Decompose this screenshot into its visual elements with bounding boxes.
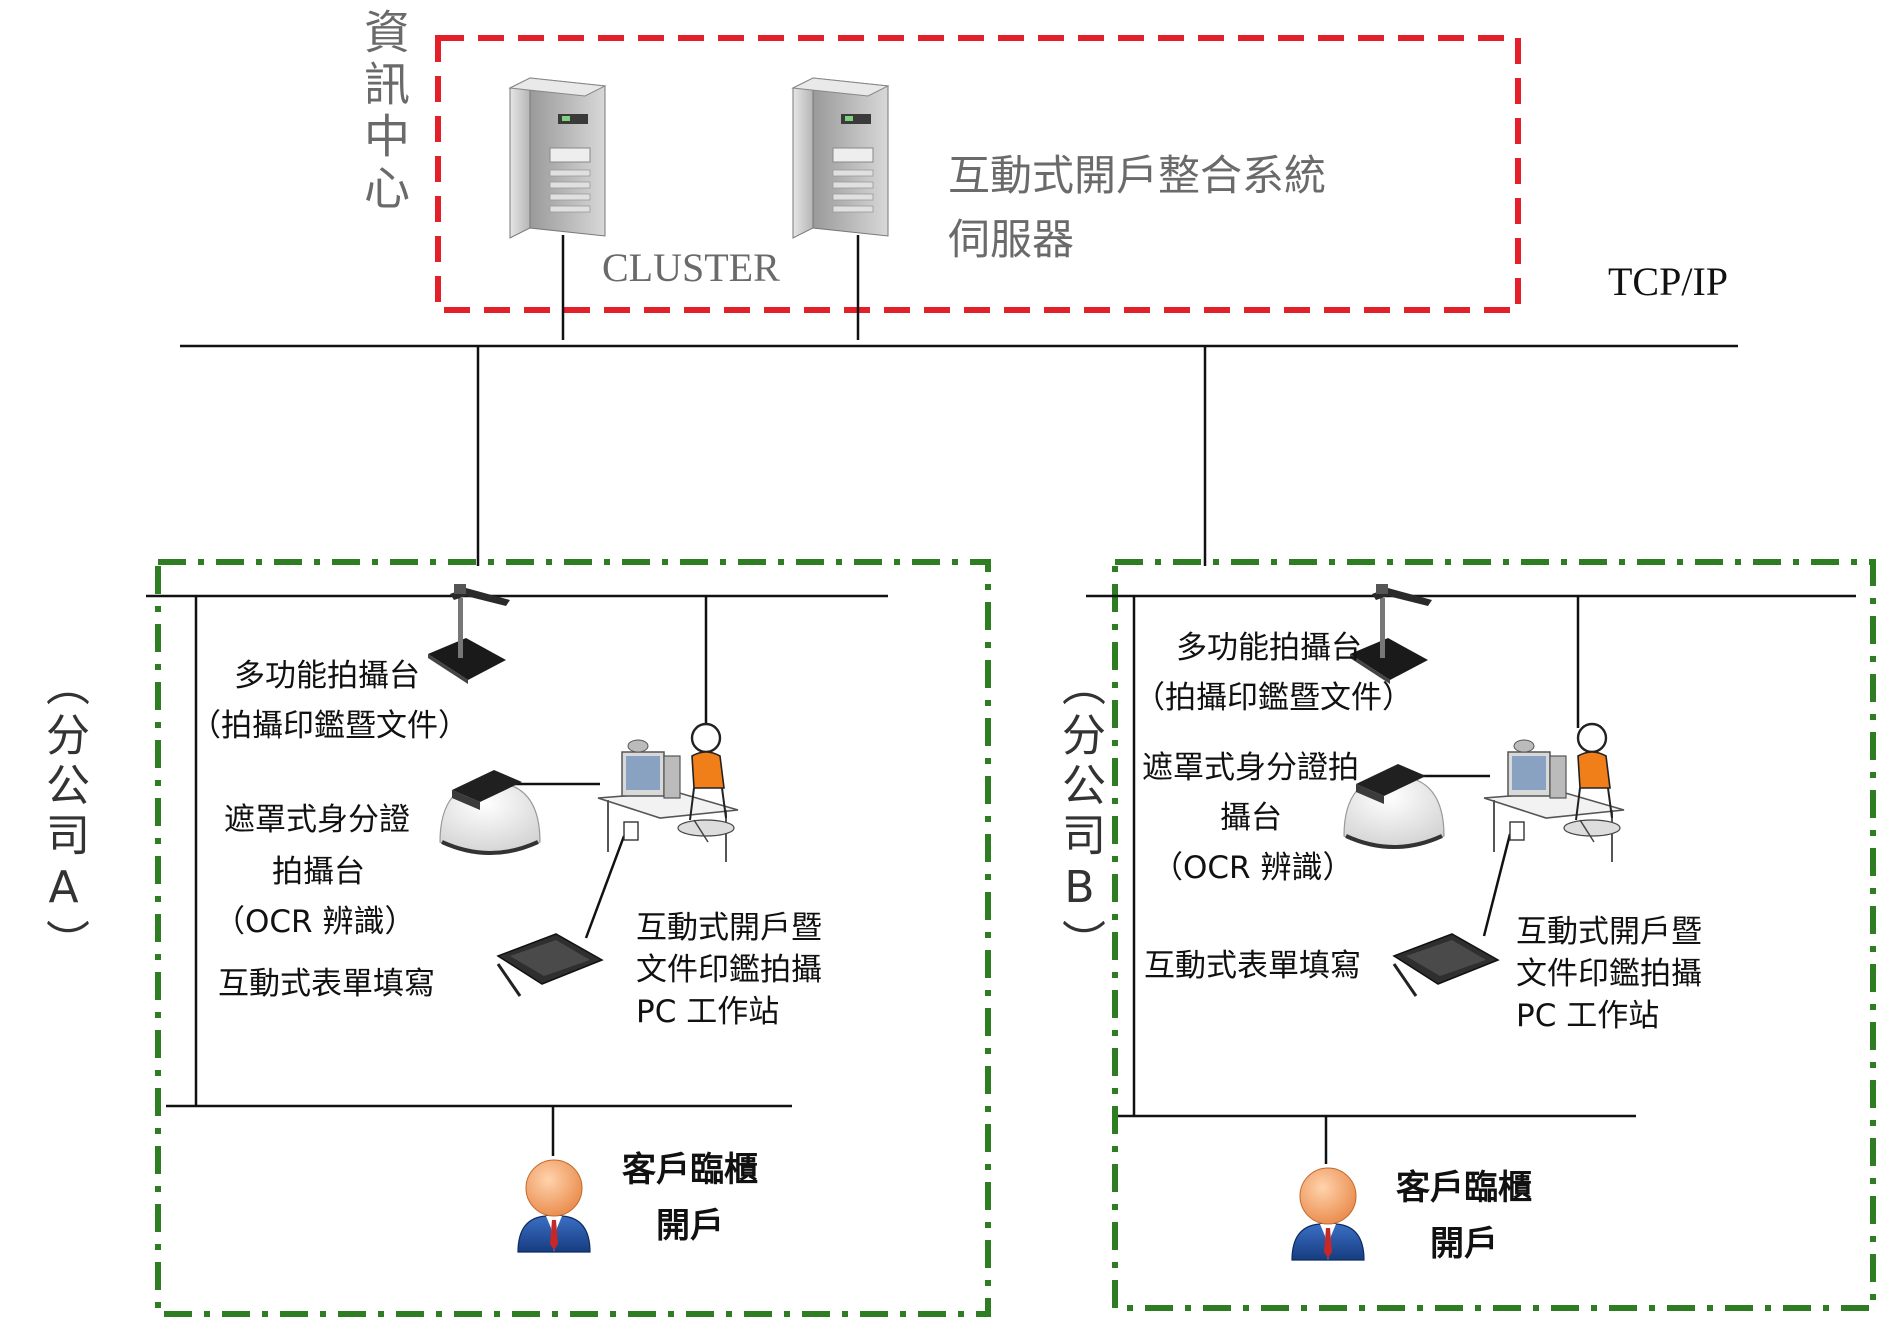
cluster-label: CLUSTER (602, 245, 780, 290)
branch-b-workstation-line2: 文件印鑑拍攝 (1516, 956, 1702, 992)
camera-stand-icon (428, 584, 510, 684)
branch-a-title: （分公司A） (38, 662, 89, 969)
branch-b-id-scanner-line2: 攝台 (1220, 800, 1282, 836)
pc-workstation-icon (596, 722, 740, 864)
branch-a-boundary (155, 559, 991, 1317)
branch-a-workstation-line3: PC 工作站 (636, 994, 780, 1030)
branch-b-camera-stand-line2: （拍攝印鑑暨文件） (1134, 680, 1413, 716)
server-icon (792, 77, 889, 239)
camera-stand-icon (1350, 584, 1432, 684)
branch-b-id-scanner-line3: （OCR 辨識） (1152, 850, 1354, 886)
server-label-line2: 伺服器 (948, 215, 1075, 264)
branch-b-boundary (1112, 559, 1876, 1311)
branch-a-counter-line2: 開戶 (656, 1206, 724, 1246)
branch-b-counter-line1: 客戶臨櫃 (1396, 1168, 1532, 1208)
branch-b-counter-line2: 開戶 (1430, 1224, 1498, 1264)
signature-pad-icon (496, 932, 604, 998)
branch-b-camera-stand-line1: 多功能拍攝台 (1176, 630, 1362, 666)
branch-a-pad-link (584, 835, 626, 939)
branch-b-workstation-line3: PC 工作站 (1516, 998, 1660, 1034)
customer-icon (1291, 1167, 1365, 1261)
branch-a-camera-stand-line1: 多功能拍攝台 (234, 658, 420, 694)
branch-a-id-scanner-line2: 拍攝台 (272, 854, 365, 890)
network-label: TCP/IP (1608, 259, 1729, 304)
pc-workstation-icon (1482, 722, 1626, 864)
branch-a-form-fill: 互動式表單填寫 (218, 966, 435, 1002)
branch-b-title: （分公司B） (1054, 662, 1105, 969)
signature-pad-icon (1392, 932, 1500, 998)
branch-a-id-scanner-line1: 遮罩式身分證 (224, 802, 410, 838)
branch-a-workstation-line2: 文件印鑑拍攝 (636, 952, 822, 988)
branch-b-workstation-line1: 互動式開戶暨 (1516, 914, 1702, 950)
branch-b-form-fill: 互動式表單填寫 (1144, 948, 1361, 984)
id-scanner-icon (438, 768, 542, 855)
branch-b-pad-link (1482, 833, 1512, 937)
branch-a-counter-line1: 客戶臨櫃 (622, 1150, 758, 1190)
datacenter-title: 資訊中心 (357, 8, 411, 216)
branch-b-id-scanner-line1: 遮罩式身分證拍 (1142, 750, 1359, 786)
server-label-line1: 互動式開戶整合系統 (948, 151, 1327, 200)
branch-a-camera-stand-line2: （拍攝印鑑暨文件） (190, 708, 469, 744)
branch-a-workstation-line1: 互動式開戶暨 (636, 910, 822, 946)
branch-a-id-scanner-line3: （OCR 辨識） (214, 904, 416, 940)
server-icon (509, 77, 606, 239)
datacenter-boundary (435, 35, 1521, 313)
customer-icon (517, 1159, 591, 1253)
